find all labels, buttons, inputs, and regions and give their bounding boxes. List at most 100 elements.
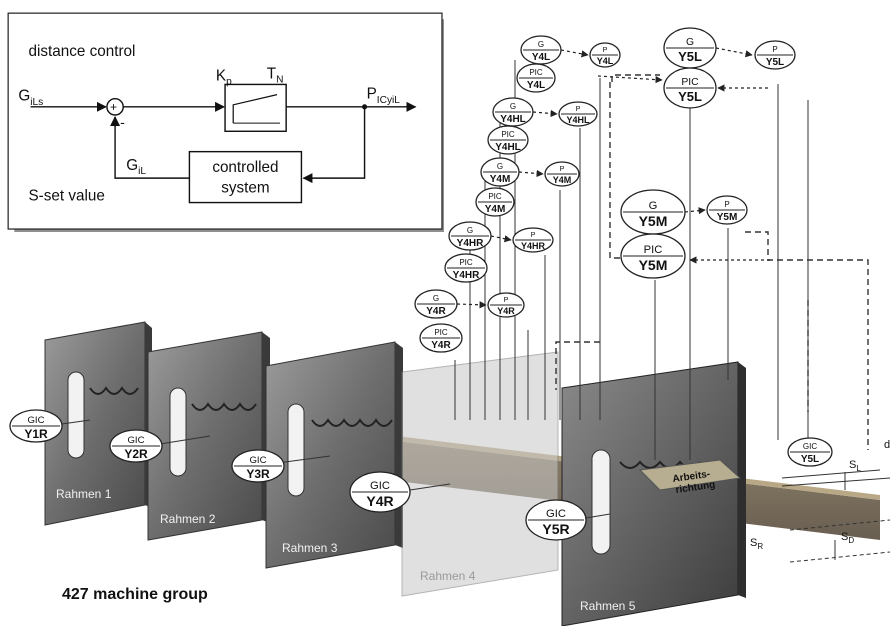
frame-label: Rahmen 5 xyxy=(580,599,636,613)
instrument-tag-g-y5l-bottom: Y5L xyxy=(678,49,702,64)
signal-arrow xyxy=(716,48,752,55)
instrument-tag-p-y4r: P Y4R xyxy=(488,293,524,317)
instrument-tag-pic-y4l-bottom: Y4L xyxy=(527,80,545,91)
instrument-tag-p-y4l-bottom: Y4L xyxy=(597,56,614,66)
instrument-tag-pic-y4r-bottom: Y4R xyxy=(431,340,451,351)
sum-minus: - xyxy=(120,115,125,131)
instrument-tag-g-y4hl: G Y4HL xyxy=(493,98,533,126)
instrument-tag-pic-y4hr: PIC Y4HR xyxy=(445,254,487,282)
instrument-tag-pic-y4hl-bottom: Y4HL xyxy=(495,142,521,153)
gic-tag-y2r-bottom: Y2R xyxy=(124,447,148,461)
instrument-tag-pic-y4r-top: PIC xyxy=(434,328,448,337)
instrument-tag-g-y5l-top: G xyxy=(686,37,694,48)
instrument-tag-p-y5m-bottom: Y5M xyxy=(717,212,738,223)
instrument-tag-p-y5l-top: P xyxy=(772,45,777,54)
instrument-tag-g-y4l: G Y4L xyxy=(521,36,561,64)
instrument-tag-pic-y4hr-top: PIC xyxy=(459,258,473,267)
instrument-tag-p-y5l: P Y5L xyxy=(755,41,795,69)
figure-caption: 427 machine group xyxy=(62,586,208,604)
instrument-tag-g-y5m-top: G xyxy=(649,200,658,212)
instrument-tag-g-y4hr: G Y4HR xyxy=(449,222,491,250)
signal-arrow xyxy=(457,304,486,305)
instrument-tag-p-y4l: P Y4L xyxy=(590,43,620,67)
instrument-tag-g-y4m-bottom: Y4M xyxy=(490,174,511,185)
instrument-tag-pic-y4m-top: PIC xyxy=(488,192,502,201)
instrument-tag-pic-y5l-top: PIC xyxy=(681,77,699,88)
instrument-tag-pic-y5m-top: PIC xyxy=(644,244,663,256)
gic-tag-y5l: GIC Y5L xyxy=(788,438,832,466)
frame-label: Rahmen 3 xyxy=(282,541,338,555)
signal-arrow xyxy=(685,210,705,212)
plant-label-line1: controlled xyxy=(212,159,278,176)
instrument-tag-pic-y4hl-top: PIC xyxy=(501,130,515,139)
frame-4: Rahmen 4 xyxy=(402,352,558,596)
instrument-tag-g-y4m-top: G xyxy=(497,162,503,171)
instrument-tag-pic-y4hl: PIC Y4HL xyxy=(488,126,528,154)
instrument-tag-p-y4hl-bottom: Y4HL xyxy=(566,115,590,125)
sum-plus: + xyxy=(110,100,117,114)
gic-tag-y3r-bottom: Y3R xyxy=(246,467,270,481)
setpoint-note: S-set value xyxy=(29,188,105,205)
instrument-tag-g-y4r-top: G xyxy=(433,294,439,303)
pi-controller-block xyxy=(225,84,286,131)
instrument-tag-pic-y4m-bottom: Y4M xyxy=(485,204,506,215)
instrument-tag-p-y4l-top: P xyxy=(603,45,608,54)
instrument-tag-g-y4l-bottom: Y4L xyxy=(532,52,550,63)
instrument-tag-g-y4l-top: G xyxy=(538,40,544,49)
inset-title: distance control xyxy=(29,43,136,60)
frame-label: Rahmen 1 xyxy=(56,487,112,501)
dim-d: d xyxy=(884,439,890,451)
gic-tag-y2r-top: GIC xyxy=(127,435,144,446)
instrument-tag-g-y5m-bottom: Y5M xyxy=(639,213,668,229)
instrument-tag-p-y4hr-top: P xyxy=(531,230,536,239)
gic-tag-y1r-bottom: Y1R xyxy=(24,427,48,441)
instrument-tag-g-y4r: G Y4R xyxy=(415,290,457,318)
instrument-tag-g-y4hl-bottom: Y4HL xyxy=(500,114,526,125)
instrument-tag-pic-y4m: PIC Y4M xyxy=(476,188,514,216)
instrument-tag-p-y4r-top: P xyxy=(504,295,509,304)
dim-sl: SL xyxy=(849,459,861,473)
instrument-tag-p-y4hr-bottom: Y4HR xyxy=(521,241,546,251)
gic-tag-y2r: GICY2R xyxy=(110,430,162,462)
gic-tag-y5r-bottom: Y5R xyxy=(542,521,569,537)
instrument-tag-g-y4m: G Y4M xyxy=(481,158,519,186)
frame-label: Rahmen 4 xyxy=(420,569,476,583)
signal-arrow xyxy=(598,76,662,80)
instrument-tag-g-y4hr-top: G xyxy=(467,226,473,235)
signal-arrow xyxy=(491,236,511,240)
frame-label: Rahmen 2 xyxy=(160,512,216,526)
instrument-tag-p-y5l-bottom: Y5L xyxy=(766,57,784,68)
signal-arrow xyxy=(561,50,588,55)
instrument-tag-pic-y4l: PICY4L xyxy=(517,64,555,92)
plant-label-line2: system xyxy=(221,179,269,196)
instrument-tag-p-y4r-bottom: Y4R xyxy=(497,306,515,316)
gic-tag-y5r-top: GIC xyxy=(546,508,566,520)
gic-tag-y3r-top: GIC xyxy=(249,455,266,466)
instrument-tag-pic-y4hr-bottom: Y4HR xyxy=(453,270,480,281)
instrument-tag-pic-y5l-bottom: Y5L xyxy=(678,89,702,104)
instrument-tag-g-y4hl-top: G xyxy=(510,102,516,111)
instrument-tag-pic-y5m-bottom: Y5M xyxy=(639,257,668,273)
frame-3: Rahmen 3 xyxy=(266,342,403,568)
frame-5: Arbeits- richtung Rahmen 5 xyxy=(562,362,746,626)
gic-tag-y1r-top: GIC xyxy=(27,415,44,426)
instrument-tag-p-y5m-top: P xyxy=(724,200,729,209)
instrument-tag-pic-y4r: PIC Y4R xyxy=(420,324,462,352)
instrument-tag-g-y4r-bottom: Y4R xyxy=(426,306,446,317)
instrument-tag-g-y4hr-bottom: Y4HR xyxy=(457,238,484,249)
instrument-tag-p-y4hr: P Y4HR xyxy=(513,228,553,252)
instrument-tag-p-y4m-bottom: Y4M xyxy=(553,175,572,185)
gic-tag-y5l-bottom: Y5L xyxy=(801,454,819,465)
gic-tag-y5l-top: GIC xyxy=(803,442,817,451)
instrument-tag-p-y5m: P Y5M xyxy=(707,196,747,224)
